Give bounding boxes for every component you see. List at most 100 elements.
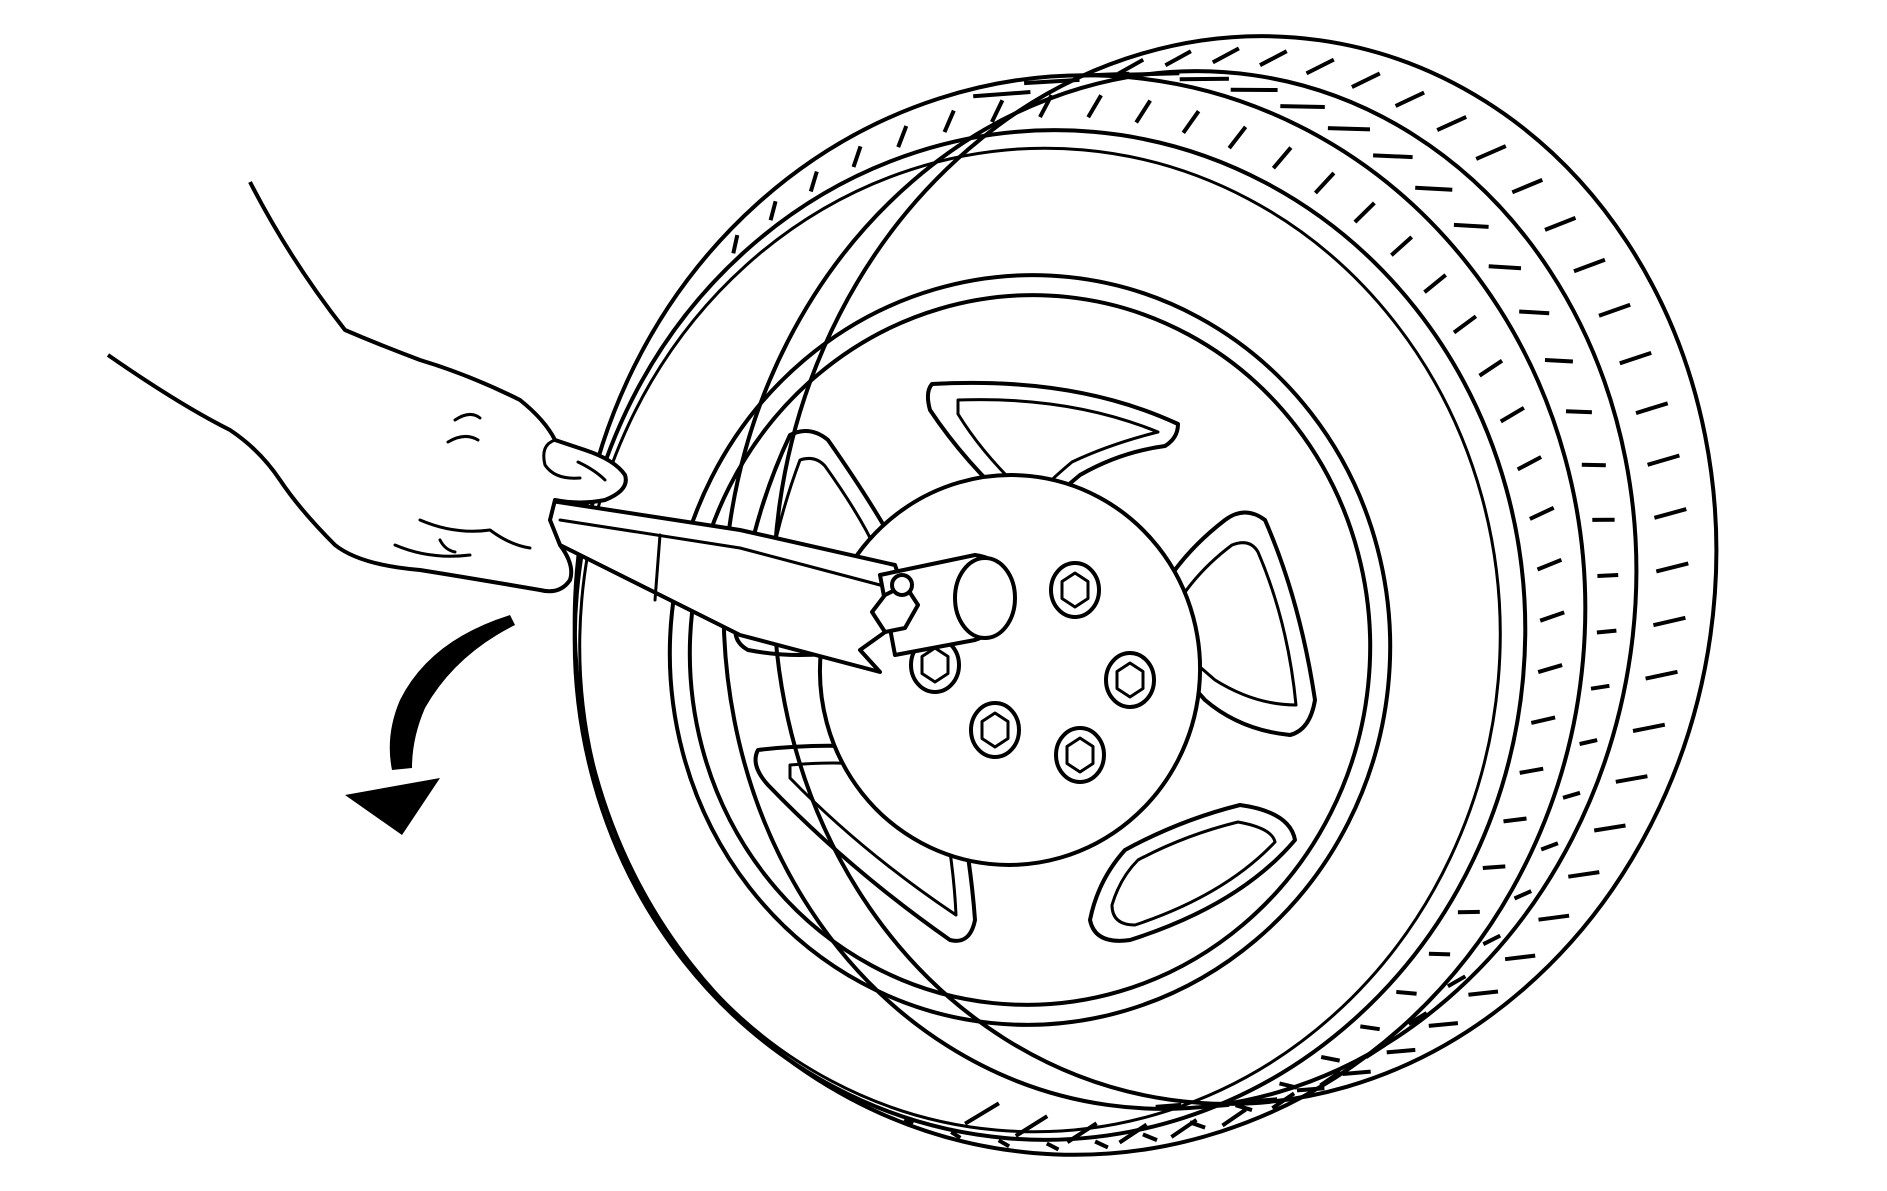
tread-mark [1536,557,1563,572]
tread-mark [1581,462,1606,468]
knuckle-line-1 [453,413,482,422]
tread-mark [1155,1102,1182,1109]
hand-outline [106,181,628,594]
tread-mark [1305,57,1335,76]
tread-mark [1320,1055,1341,1063]
tread-mark [1351,71,1381,89]
spoke-window-bottom-right [1088,803,1297,943]
tread-mark [1023,77,1080,86]
tread-mark [964,1101,1000,1126]
tread-mark [1446,974,1467,989]
tread-mark [950,1130,962,1140]
tread-mark [1280,104,1325,109]
tread-mark [1396,989,1417,996]
tread-mark [1211,46,1240,65]
tread-mark [1573,257,1606,274]
tread-mark [942,109,956,133]
tread-mark [1590,683,1610,691]
tread-mark [1353,201,1376,224]
tire-sidewall-edge [572,128,1528,1142]
tread-mark [1539,610,1565,623]
lug-wrench-icon [543,498,1017,674]
tread-mark [1164,49,1192,67]
tread-mark [1540,841,1559,852]
finger-line-1 [418,518,532,550]
tread-mark [1360,1024,1380,1032]
tread-mark [1117,57,1145,76]
lug-nuts [909,561,1156,784]
tread-mark [1038,94,1054,119]
spoke-window-top [925,380,1180,522]
tire-icon [572,34,1719,1157]
finger-crease [438,538,457,554]
tread-mark [1596,628,1617,635]
arrow-shaft [389,615,515,770]
tread-mark [1562,790,1581,800]
tread-mark [1373,153,1413,160]
tread-mark [1537,663,1563,675]
tread-mark [1593,823,1626,833]
tread-mark [1390,235,1414,257]
tread-mark [1189,1120,1206,1130]
knuckle-line-2 [446,435,480,444]
wheel-rim [667,273,1393,1027]
tread-mark [1568,870,1600,879]
tread-mark [1428,951,1451,957]
tread-mark [1202,1102,1230,1109]
thumbnail [576,460,607,482]
tread-mark [1259,49,1288,67]
rim-outer-edge [667,273,1393,1027]
rim-inner-edge [687,293,1373,1007]
tread-mark [858,1099,868,1108]
tread-mark [1519,766,1544,775]
tire-tread-marks [731,46,1689,1152]
tread-mark [1544,358,1574,364]
tread-mark [1452,314,1478,335]
tread-mark [1652,615,1686,628]
tread-mark [1094,1139,1109,1150]
tread-mark [1475,144,1507,161]
tread-mark [1364,1043,1387,1059]
tread-mark [1394,90,1425,108]
tread-mark [1386,1047,1416,1055]
tread-mark [1529,505,1555,521]
tread-mark [1499,406,1525,424]
tread-mark [731,234,740,254]
tread-mark [808,171,819,193]
tread-mark [1615,774,1648,784]
wrench-handle-step [653,533,662,602]
tread-mark [1221,1107,1247,1128]
lug-nut [1104,651,1156,709]
tread-mark [1597,573,1619,578]
lug-nut [969,701,1021,759]
lug-nut [1049,561,1101,619]
tread-mark [1415,185,1453,192]
tread-mark [1423,273,1447,294]
tread-mark [896,125,909,148]
tread-mark [1179,76,1229,82]
rotation-arrow-icon [345,615,515,835]
tread-mark [1436,115,1468,132]
tread-mark [1503,816,1527,824]
tread-mark [1530,715,1556,725]
tread-mark [1655,561,1689,574]
tread-mark [973,90,1031,99]
tread-mark [1635,401,1669,416]
tread-mark [1319,1070,1342,1088]
tread-mark [1516,455,1543,472]
tread-mark [1468,989,1499,997]
tread-mark [1227,125,1248,150]
thumb-crease [542,438,582,480]
tread-mark [1279,1081,1298,1090]
tread-mark [1181,110,1201,134]
tread-mark [1579,738,1598,746]
tread-mark [1565,409,1592,415]
tread-mark [1478,359,1504,378]
wrench-socket [953,556,1017,640]
tread-mark [768,200,778,221]
tread-mark [1428,1021,1459,1028]
tread-mark [1045,1141,1060,1152]
tread-mark [1645,669,1678,681]
tread-mark [1271,146,1293,170]
spoke-window-bottom-right-inner [1110,820,1277,927]
